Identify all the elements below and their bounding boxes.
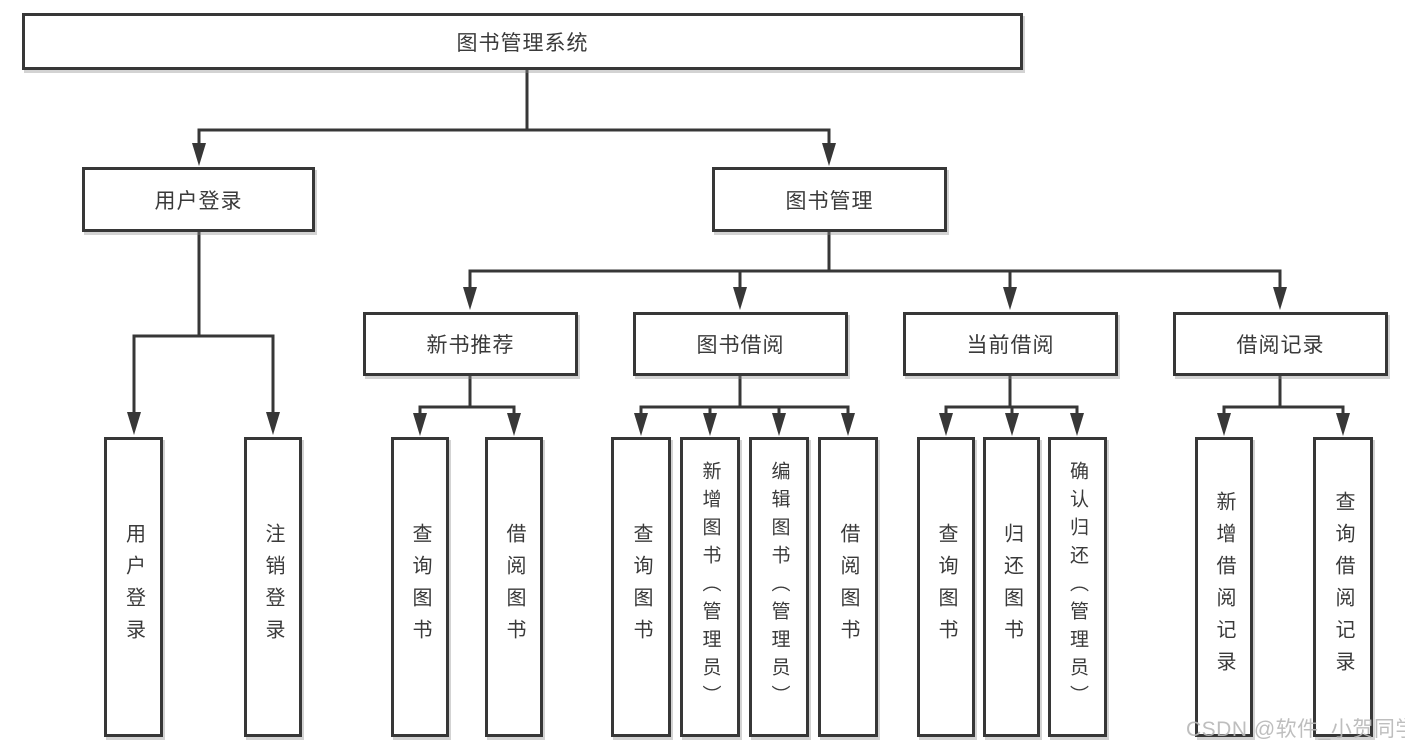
node-confirm-return-admin-label: 确认归还（管理员） <box>1067 461 1088 713</box>
node-logout: 注销登录 <box>244 437 302 737</box>
node-edit-book-admin: 编辑图书（管理员） <box>749 437 809 737</box>
node-return-book: 归还图书 <box>983 437 1040 737</box>
node-current-borrow: 当前借阅 <box>903 312 1118 376</box>
node-edit-book-admin-label: 编辑图书（管理员） <box>768 461 790 713</box>
node-return-book-label: 归还图书 <box>1000 523 1023 651</box>
node-add-book-admin: 新增图书（管理员） <box>680 437 740 737</box>
node-current-borrow-label: 当前借阅 <box>966 334 1055 357</box>
node-borrow-records-label: 借阅记录 <box>1236 334 1325 357</box>
node-borrow-records: 借阅记录 <box>1173 312 1388 376</box>
node-query-book-3-label: 查询图书 <box>935 523 957 651</box>
node-query-borrow-record-label: 查询借阅记录 <box>1332 491 1354 683</box>
node-user-login-leaf: 用户登录 <box>104 437 163 737</box>
node-logout-label: 注销登录 <box>262 523 284 651</box>
node-query-book-2-label: 查询图书 <box>630 523 652 651</box>
node-add-borrow-record-label: 新增借阅记录 <box>1213 491 1235 683</box>
node-add-book-admin-label: 新增图书（管理员） <box>699 461 721 713</box>
node-borrow-book-1-label: 借阅图书 <box>503 523 525 651</box>
node-root-label: 图书管理系统 <box>456 31 589 55</box>
node-root: 图书管理系统 <box>22 13 1023 70</box>
node-new-book-rec: 新书推荐 <box>363 312 578 376</box>
node-add-borrow-record: 新增借阅记录 <box>1195 437 1253 737</box>
node-query-borrow-record: 查询借阅记录 <box>1313 437 1373 737</box>
node-user-login-label: 用户登录 <box>154 189 243 213</box>
node-book-mgmt-label: 图书管理 <box>785 189 874 213</box>
node-query-book-3: 查询图书 <box>917 437 975 737</box>
node-borrow-book-2: 借阅图书 <box>818 437 878 737</box>
node-book-borrow: 图书借阅 <box>633 312 848 376</box>
node-query-book-1-label: 查询图书 <box>409 523 431 651</box>
node-query-book-1: 查询图书 <box>391 437 449 737</box>
node-confirm-return-admin: 确认归还（管理员） <box>1048 437 1107 737</box>
node-book-borrow-label: 图书借阅 <box>696 334 785 357</box>
node-query-book-2: 查询图书 <box>611 437 671 737</box>
node-new-book-rec-label: 新书推荐 <box>426 334 515 357</box>
csdn-watermark: CSDN @软件_小贺同学 <box>1186 718 1405 741</box>
node-book-mgmt: 图书管理 <box>712 167 947 232</box>
node-borrow-book-1: 借阅图书 <box>485 437 543 737</box>
node-user-login: 用户登录 <box>82 167 315 232</box>
node-borrow-book-2-label: 借阅图书 <box>837 523 859 651</box>
node-user-login-leaf-label: 用户登录 <box>122 523 145 651</box>
